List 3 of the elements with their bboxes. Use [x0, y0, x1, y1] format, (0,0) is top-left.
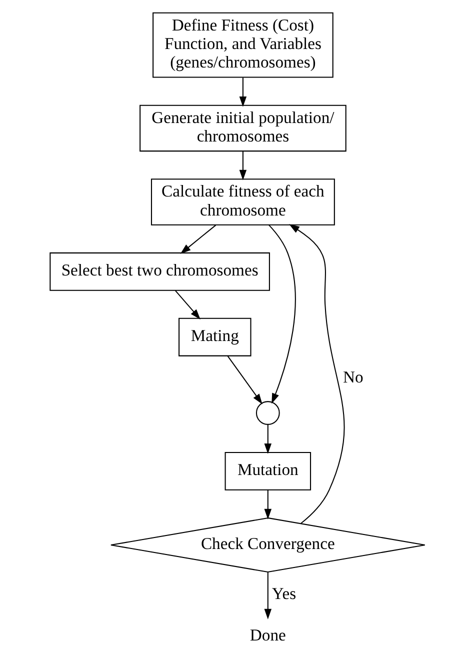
edge-label: No	[342, 368, 363, 387]
node-text: Done	[249, 625, 286, 644]
edge-label: Yes	[271, 584, 296, 603]
